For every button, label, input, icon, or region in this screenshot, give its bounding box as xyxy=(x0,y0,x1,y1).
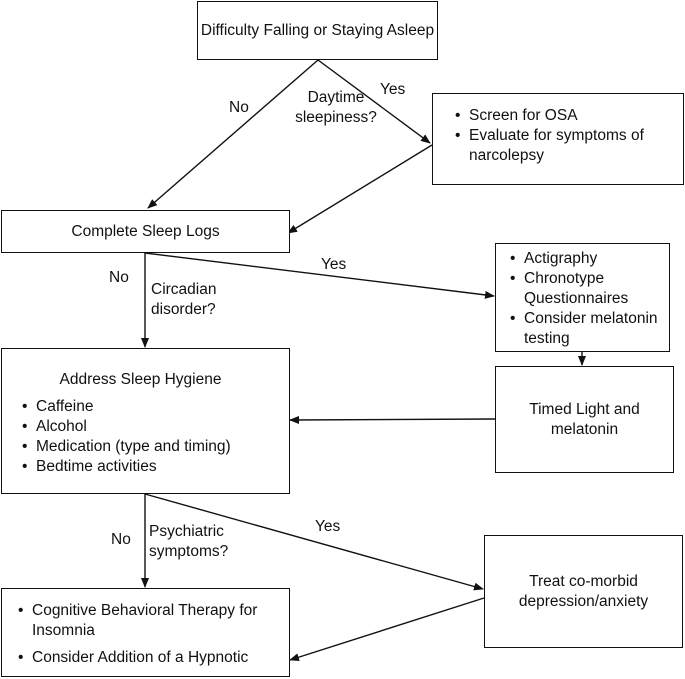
hygiene-item: Alcohol xyxy=(20,417,279,437)
arrow-light-to-hygiene xyxy=(289,415,496,424)
hygiene-item: Bedtime activities xyxy=(20,457,279,477)
circadian-tests-list: Actigraphy Chronotype Questionnaires Con… xyxy=(508,249,663,349)
cbt-item: Cognitive Behavioral Therapy for Insomni… xyxy=(16,601,281,641)
arrow-yes-daytime xyxy=(317,59,431,144)
circadian-tests-node: Actigraphy Chronotype Questionnaires Con… xyxy=(495,243,670,352)
sleep-hygiene-list: Caffeine Alcohol Medication (type and ti… xyxy=(20,397,279,477)
circadian-test-item: Actigraphy xyxy=(508,249,663,269)
arrow-yes-psychiatric xyxy=(144,493,484,591)
hygiene-item: Caffeine xyxy=(20,397,279,417)
cbt-item: Consider Addition of a Hypnotic xyxy=(16,648,281,668)
sleep-hygiene-node: Address Sleep Hygiene Caffeine Alcohol M… xyxy=(1,348,290,494)
arrow-treat-to-cbt xyxy=(289,597,485,662)
decision-circadian: Circadian disorder? xyxy=(151,281,217,318)
arrow-screen-to-logs xyxy=(287,144,433,234)
hygiene-item: Medication (type and timing) xyxy=(20,437,279,457)
cbt-node: Cognitive Behavioral Therapy for Insomni… xyxy=(1,588,290,677)
label-no-psychiatric: No xyxy=(111,531,131,548)
sleep-hygiene-title: Address Sleep Hygiene xyxy=(59,371,222,388)
treat-node: Treat co-morbid depression/anxiety xyxy=(484,535,683,648)
treat-text: Treat co-morbid depression/anxiety xyxy=(518,572,649,610)
circadian-test-item: Chronotype Questionnaires xyxy=(508,269,663,309)
circadian-test-item: Consider melatonin testing xyxy=(508,309,663,349)
label-no-circadian: No xyxy=(109,269,129,286)
timed-light-text: Timed Light and melatonin xyxy=(529,400,640,438)
timed-light-node: Timed Light and melatonin xyxy=(495,366,674,473)
screen-node: Screen for OSA Evaluate for symptoms of … xyxy=(432,93,684,185)
label-yes-psychiatric: Yes xyxy=(315,518,341,535)
label-yes-circadian: Yes xyxy=(321,256,347,273)
decision-psychiatric: Psychiatric symptoms? xyxy=(149,523,229,560)
screen-item: Evaluate for symptoms of narcolepsy xyxy=(453,126,673,166)
sleep-logs-text: Complete Sleep Logs xyxy=(71,222,220,240)
start-node-text: Difficulty Falling or Staying Asleep xyxy=(200,21,435,39)
label-no-daytime: No xyxy=(229,99,249,116)
sleep-logs-node: Complete Sleep Logs xyxy=(1,210,290,253)
label-yes-daytime: Yes xyxy=(380,81,406,98)
start-node: Difficulty Falling or Staying Asleep xyxy=(197,1,438,60)
cbt-list: Cognitive Behavioral Therapy for Insomni… xyxy=(16,601,281,668)
decision-daytime: Daytime sleepiness? xyxy=(295,89,377,126)
arrow-no-daytime xyxy=(147,59,319,209)
screen-item: Screen for OSA xyxy=(453,106,673,126)
screen-list: Screen for OSA Evaluate for symptoms of … xyxy=(453,106,673,166)
arrow-yes-circadian xyxy=(144,252,495,299)
